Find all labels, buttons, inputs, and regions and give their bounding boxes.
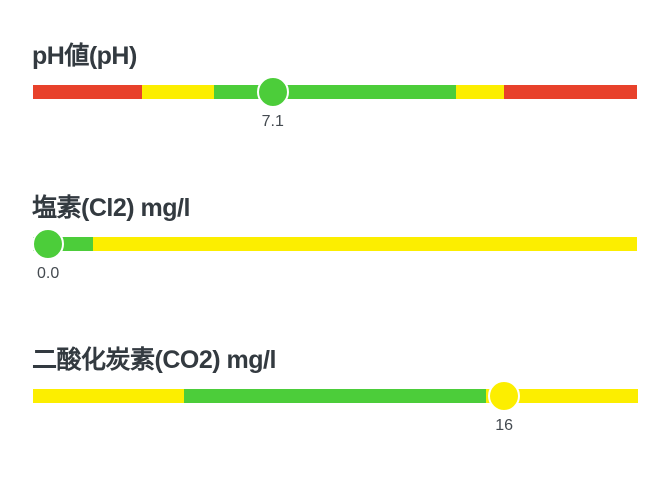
ph-title: pH値(pH) [32,42,137,70]
co2-title: 二酸化炭素(CO2) mg/l [32,346,276,374]
scale-segment [486,389,638,403]
scale-segment [33,85,143,99]
chlorine-scale-bar [33,237,638,251]
co2-scale-bar [33,389,638,403]
ph-scale-bar [33,85,638,99]
scale-segment [93,237,638,251]
chlorine-value: 0.0 [36,265,60,282]
scale-segment [141,85,215,99]
ph-slider-knob[interactable] [256,76,289,108]
scale-segment [504,85,638,99]
chlorine-slider-knob[interactable] [32,228,65,260]
scale-segment [455,85,505,99]
scale-segment [33,389,185,403]
chlorine-title: 塩素(Cl2) mg/l [32,194,190,222]
ph-value: 7.1 [261,113,284,130]
scale-segment [214,85,457,99]
co2-value: 16 [495,417,514,434]
co2-slider-knob[interactable] [488,380,521,412]
scale-segment [184,389,487,403]
